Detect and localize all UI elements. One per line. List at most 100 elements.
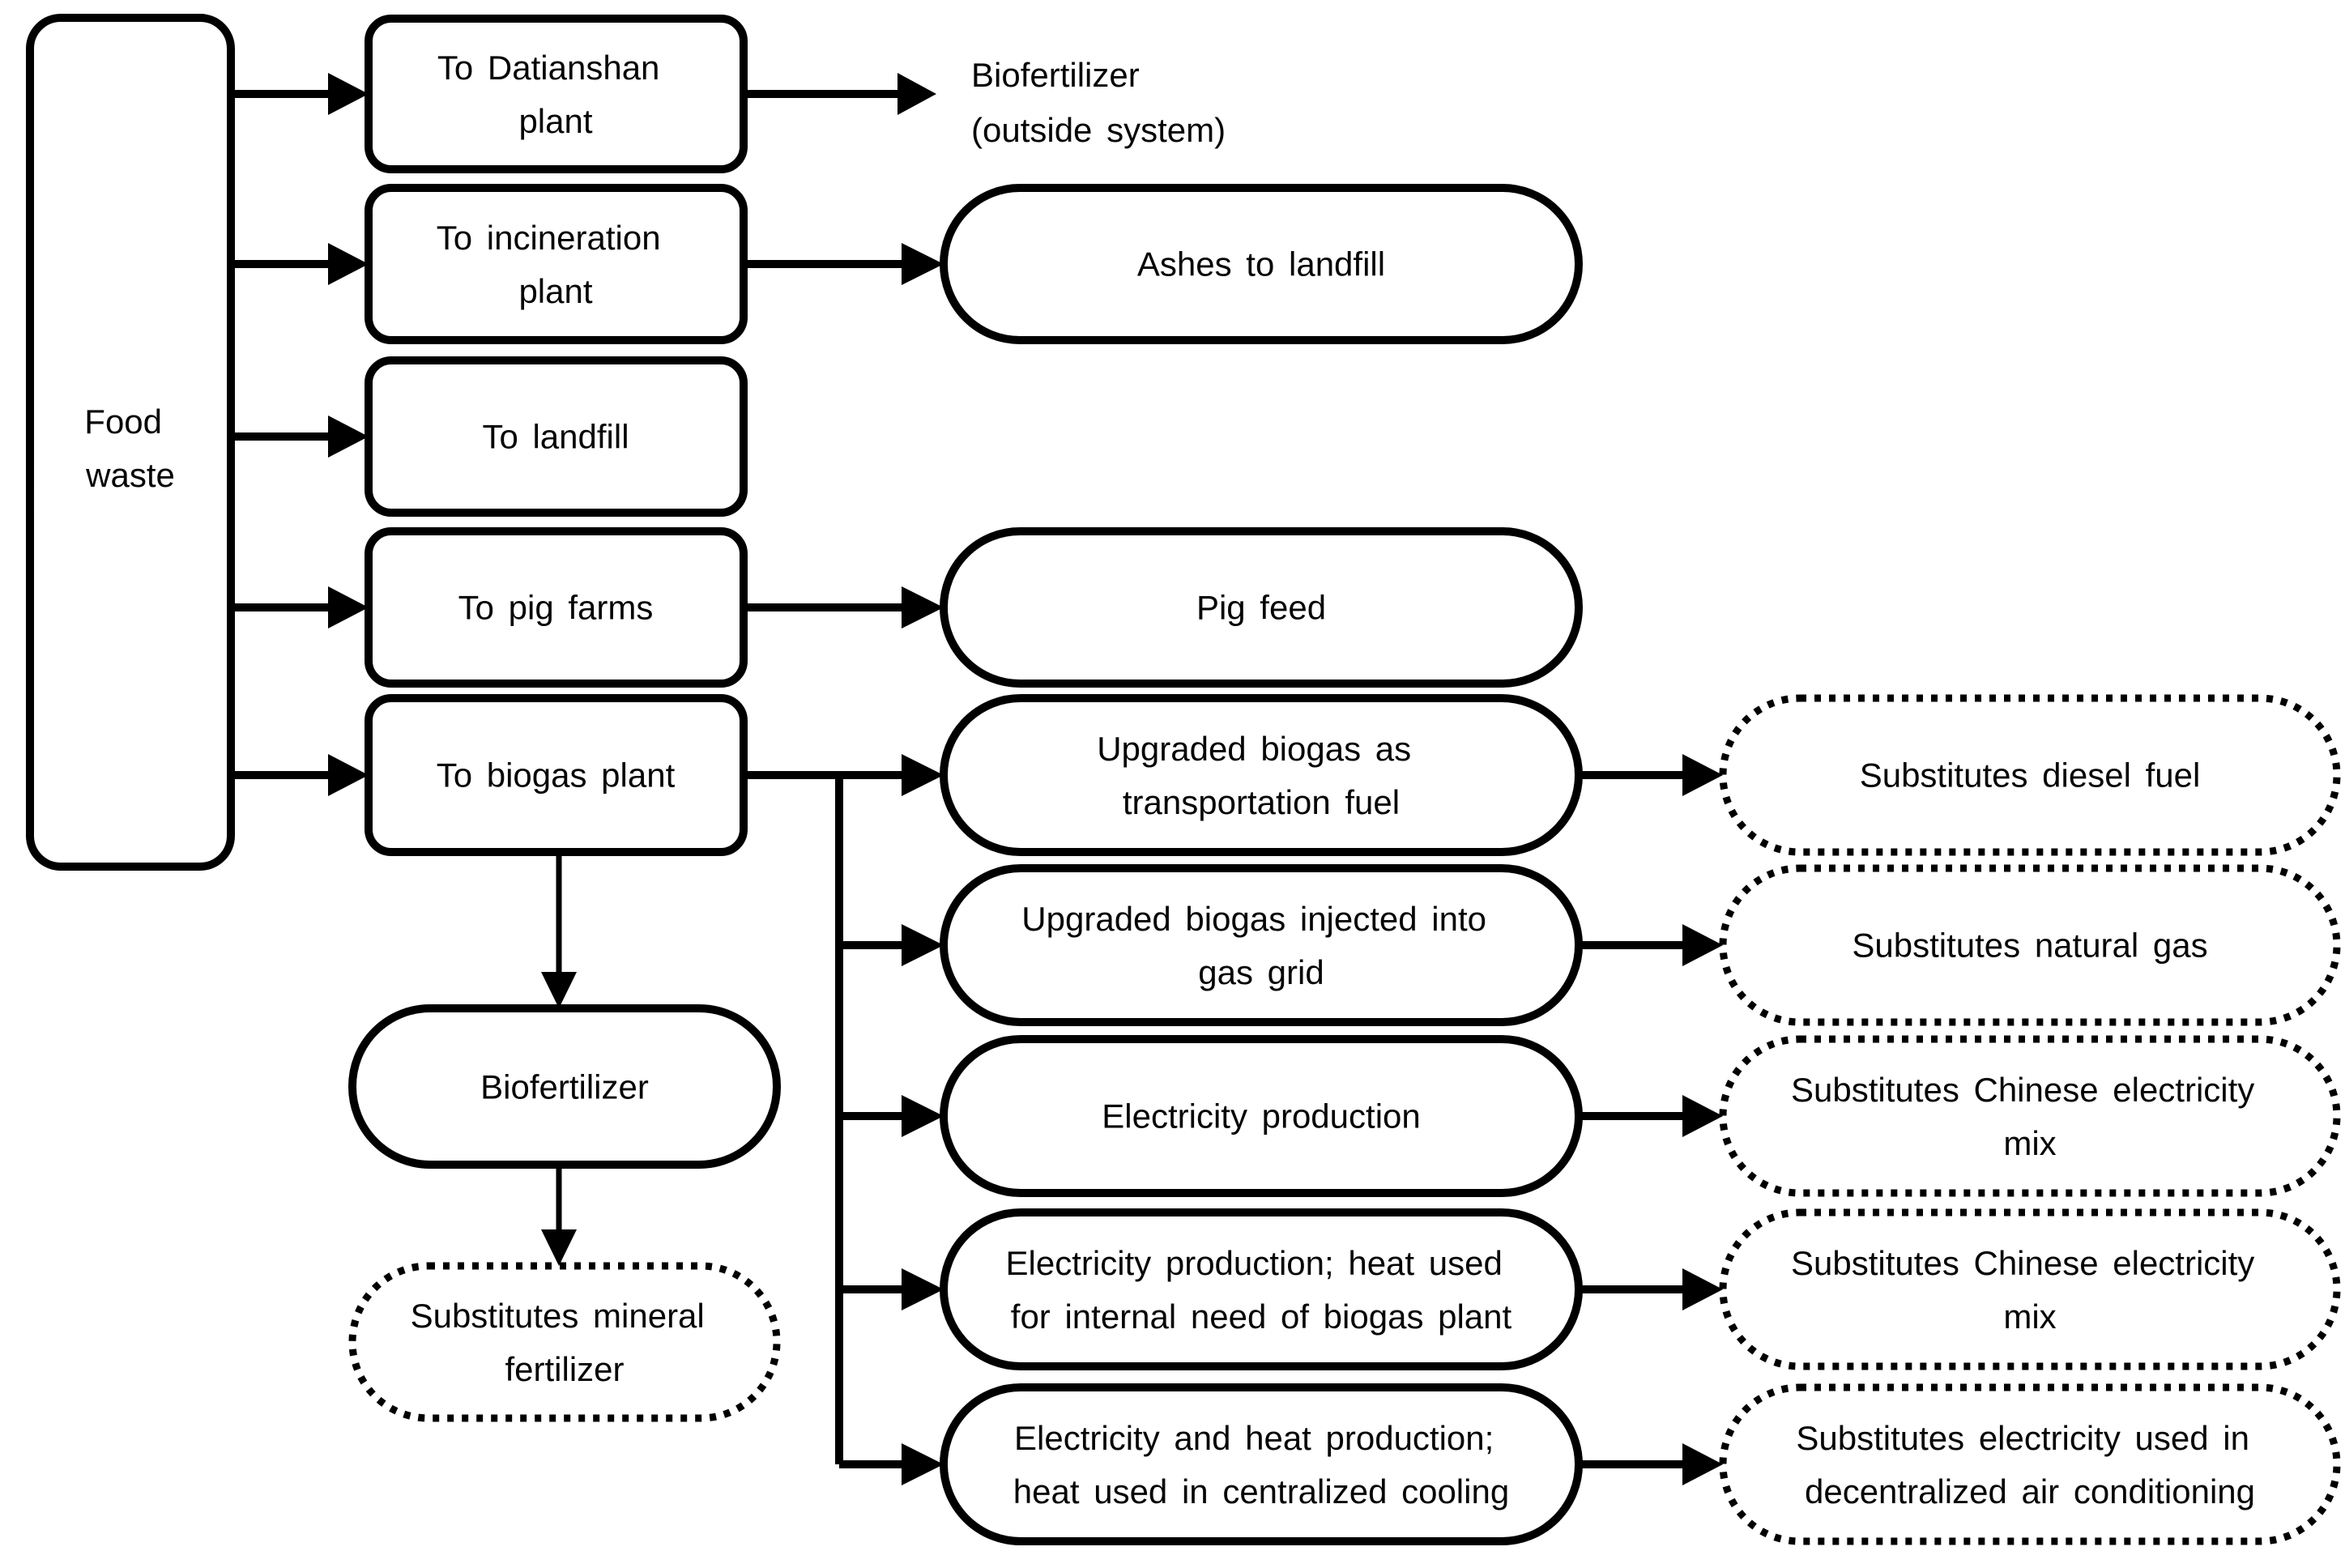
node-food-waste: Food waste: [26, 14, 235, 871]
arrowhead-icon: [1682, 1268, 1723, 1310]
node-to-landfill: To landfill: [365, 356, 748, 517]
node-ashes-to-landfill: Ashes to landfill: [940, 184, 1583, 344]
arrow-branch-to-electricity-cooling: [839, 1443, 944, 1485]
decentralized-ac-dotted-stadium: [1719, 1383, 2341, 1545]
ashes-label: Ashes to landfill: [1137, 245, 1385, 283]
chinesemix1-label: Substitutes Chinese electricity mix: [1791, 1071, 2269, 1162]
arrow-foodwaste-to-landfill: [231, 415, 369, 458]
arrow-foodwaste-to-pigfarms: [231, 586, 369, 628]
arrowhead-icon: [902, 1443, 944, 1485]
arrow-foodwaste-to-incineration: [231, 243, 369, 285]
node-pig-feed: Pig feed: [940, 527, 1583, 688]
naturalgas-dotted-stadium: [1719, 864, 2341, 1026]
gas-grid-stadium: [940, 864, 1583, 1026]
arrowhead-icon: [902, 243, 944, 285]
arrow-cooling-to-decentralized-ac: [1579, 1443, 1723, 1485]
arrowhead-icon: [328, 73, 369, 115]
label-biofertilizer-outside-system: Biofertilizer (outside system): [971, 56, 1226, 149]
arrow-pigfarms-to-pigfeed: [744, 586, 944, 628]
to-landfill-label: To landfill: [482, 418, 629, 456]
pig-feed-label: Pig feed: [1196, 589, 1326, 627]
arrow-biogas-to-biofertilizer: [541, 852, 577, 1008]
arrow-internal-to-chinesemix: [1579, 1268, 1723, 1310]
node-to-incineration-plant: To incineration plant: [365, 184, 748, 344]
arrowhead-icon: [1682, 754, 1723, 796]
node-substitutes-natural-gas: Substitutes natural gas: [1719, 864, 2341, 1026]
node-upgraded-biogas-gas-grid: Upgraded biogas injected into gas grid: [940, 864, 1583, 1026]
electricity-internal-label: Electricity production; heat used for in…: [1006, 1244, 1517, 1336]
arrow-branch-to-electricity: [839, 1095, 944, 1137]
arrow-foodwaste-to-biogas: [231, 754, 369, 796]
electricity-cooling-label: Electricity and heat production; heat us…: [1013, 1419, 1509, 1510]
to-biogas-label: To biogas plant: [437, 756, 676, 795]
transport-fuel-stadium: [940, 694, 1583, 856]
arrowhead-icon: [902, 924, 944, 966]
arrowhead-icon: [902, 1268, 944, 1310]
transport-fuel-label: Upgraded biogas as transportation fuel: [1097, 730, 1426, 821]
node-to-pig-farms: To pig farms: [365, 527, 748, 688]
arrowhead-icon: [328, 754, 369, 796]
arrow-datianshan-to-biofertilizer-outside: [744, 73, 936, 115]
arrowhead-icon: [541, 972, 577, 1008]
mineral-label: Substitutes mineral fertilizer: [411, 1297, 719, 1388]
arrowhead-icon: [328, 243, 369, 285]
to-datianshan-box: [365, 15, 748, 173]
arrowhead-icon: [897, 73, 936, 115]
to-landfill-box: [365, 356, 748, 517]
chinesemix2-dotted-stadium: [1719, 1208, 2341, 1370]
chinesemix1-dotted-stadium: [1719, 1035, 2341, 1197]
chinesemix2-label: Substitutes Chinese electricity mix: [1791, 1244, 2269, 1336]
node-electricity-heat-production-cooling: Electricity and heat production; heat us…: [940, 1383, 1583, 1545]
arrow-electricity-to-chinesemix: [1579, 1095, 1723, 1137]
food-waste-box: [26, 14, 235, 871]
biofertilizer-stadium: [348, 1004, 781, 1169]
biofertilizer-outside-text: Biofertilizer (outside system): [971, 56, 1226, 149]
to-incineration-label: To incineration plant: [437, 219, 676, 310]
naturalgas-label: Substitutes natural gas: [1852, 927, 2207, 965]
pig-feed-stadium: [940, 527, 1583, 688]
node-substitutes-chinese-electricity-mix-1: Substitutes Chinese electricity mix: [1719, 1035, 2341, 1197]
arrowhead-icon: [328, 586, 369, 628]
arrowhead-icon: [902, 586, 944, 628]
diesel-label: Substitutes diesel fuel: [1860, 756, 2201, 795]
node-substitutes-diesel-fuel: Substitutes diesel fuel: [1719, 694, 2341, 856]
arrowhead-icon: [541, 1229, 577, 1266]
diesel-dotted-stadium: [1719, 694, 2341, 856]
node-to-biogas-plant: To biogas plant: [365, 694, 748, 856]
arrow-transportfuel-to-diesel: [1579, 754, 1723, 796]
arrowhead-icon: [902, 754, 944, 796]
ashes-stadium: [940, 184, 1583, 344]
electricity-label: Electricity production: [1102, 1097, 1421, 1136]
arrow-foodwaste-to-datianshan: [231, 73, 369, 115]
arrowhead-icon: [1682, 924, 1723, 966]
food-waste-label: Food waste: [84, 403, 176, 494]
arrowhead-icon: [1682, 1095, 1723, 1137]
decentralized-ac-label: Substitutes electricity used in decentra…: [1796, 1419, 2263, 1510]
node-biofertilizer: Biofertilizer: [348, 1004, 781, 1169]
arrow-branch-to-gas-grid: [839, 924, 944, 966]
arrowhead-icon: [328, 415, 369, 458]
to-pig-farms-label: To pig farms: [458, 589, 654, 627]
arrow-branch-to-electricity-internal: [839, 1268, 944, 1310]
arrow-gasgrid-to-naturalgas: [1579, 924, 1723, 966]
gas-grid-label: Upgraded biogas injected into gas grid: [1021, 900, 1500, 991]
arrow-incineration-to-ashes: [744, 243, 944, 285]
arrow-biofertilizer-to-mineral: [541, 1165, 577, 1266]
mineral-dotted-stadium: [348, 1262, 781, 1422]
electricity-cooling-stadium: [940, 1383, 1583, 1545]
arrow-biogas-to-transport-fuel: [744, 754, 944, 796]
node-electricity-production-internal-heat: Electricity production; heat used for in…: [940, 1208, 1583, 1370]
electricity-internal-stadium: [940, 1208, 1583, 1370]
arrowhead-icon: [902, 1095, 944, 1137]
node-substitutes-chinese-electricity-mix-2: Substitutes Chinese electricity mix: [1719, 1208, 2341, 1370]
node-substitutes-mineral-fertilizer: Substitutes mineral fertilizer: [348, 1262, 781, 1422]
to-datianshan-label: To Datianshan plant: [437, 49, 674, 140]
node-to-datianshan-plant: To Datianshan plant: [365, 15, 748, 173]
node-electricity-production: Electricity production: [940, 1035, 1583, 1197]
node-substitutes-electricity-decentralized-ac: Substitutes electricity used in decentra…: [1719, 1383, 2341, 1545]
arrowhead-icon: [1682, 1443, 1723, 1485]
biofertilizer-label: Biofertilizer: [480, 1068, 649, 1106]
to-incineration-box: [365, 184, 748, 344]
